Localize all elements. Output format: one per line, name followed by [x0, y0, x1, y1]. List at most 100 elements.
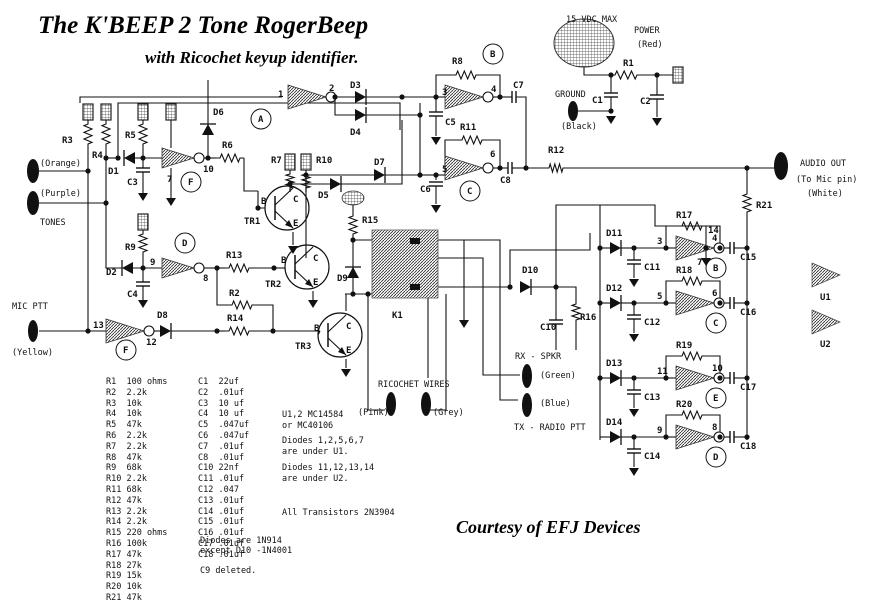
junction-dot	[433, 94, 439, 100]
label-d13: D13	[606, 359, 622, 369]
ricochet-label: RICOCHET WIRES	[378, 380, 450, 390]
wire	[435, 74, 452, 97]
junction-dot	[287, 181, 293, 187]
section-label-b: B	[490, 50, 496, 60]
inverter-bubble	[143, 325, 155, 337]
wire	[665, 355, 678, 378]
label-c10: C10	[540, 323, 556, 333]
resistor-symbol	[611, 69, 641, 81]
junction-dot	[717, 300, 723, 306]
junction-dot	[85, 328, 91, 334]
section-marker	[705, 312, 727, 334]
label-r9: R9	[125, 243, 136, 253]
label-r14: R14	[227, 314, 244, 324]
wire	[556, 286, 577, 300]
diode-symbol	[355, 109, 366, 121]
junction-dot	[597, 375, 603, 381]
wire-terminal-icon	[28, 320, 38, 342]
junction-dot	[497, 94, 503, 100]
wire	[243, 158, 258, 192]
label-r1: R1	[623, 59, 634, 69]
junction-dot	[350, 291, 356, 297]
vcc-terminal-icon	[284, 153, 296, 171]
diode-symbol	[122, 262, 133, 274]
label-d9: D9	[337, 274, 348, 284]
junction-dot	[744, 375, 750, 381]
transistor-e-label: E	[313, 278, 318, 288]
junction-dot	[507, 284, 513, 290]
transistor-collector	[327, 314, 347, 333]
junction-dot	[140, 265, 146, 271]
section-label-d: D	[182, 239, 188, 249]
resistor-symbol	[741, 190, 753, 216]
junction-dot	[85, 168, 91, 174]
label-d12: D12	[606, 284, 622, 294]
vcc-terminal-icon	[100, 103, 112, 121]
u2-diodes-note: Diodes 11,12,13,14 are under U2.	[282, 463, 375, 484]
diode-symbol	[610, 242, 621, 254]
label-r6: R6	[222, 141, 233, 151]
junction-dot	[417, 172, 423, 178]
courtesy-credit: Courtesy of EFJ Devices	[456, 517, 641, 537]
section-marker	[705, 257, 727, 279]
ground-icon	[138, 300, 148, 308]
diode-symbol	[160, 325, 171, 337]
junction-dot	[399, 94, 405, 100]
wire-terminal-icon	[386, 392, 396, 416]
section-label-b: B	[713, 264, 719, 274]
wire	[706, 280, 721, 303]
wire	[706, 414, 721, 437]
yellow-label: (Yellow)	[12, 348, 53, 358]
junction-dot	[553, 284, 559, 290]
junction-dot	[214, 328, 220, 334]
resistor-symbol	[225, 325, 253, 337]
wire	[117, 102, 401, 158]
diode-symbol	[520, 281, 531, 293]
vcc-terminal-icon	[137, 213, 149, 231]
ground-icon	[431, 205, 441, 213]
resistor-symbol	[100, 120, 112, 148]
orange-label: (Orange)	[40, 159, 81, 169]
junction-dot	[103, 155, 109, 161]
junction-dot	[417, 112, 423, 118]
junction-dot	[270, 328, 276, 334]
label-d8: D8	[157, 311, 168, 321]
pin-5-label: 5	[442, 165, 447, 175]
resistor-values-list: R1 100 ohms R2 2.2k R3 10k R4 10k R5 47k…	[106, 377, 168, 603]
transistor-c-label: C	[293, 195, 298, 205]
pin-9-label: 9	[150, 258, 155, 268]
junction-dot	[717, 375, 723, 381]
wire	[216, 268, 228, 306]
ground-icon	[629, 468, 639, 476]
inverter-bubble	[193, 152, 205, 164]
inverter-gate	[675, 424, 716, 450]
wire	[438, 239, 518, 401]
junction-dot	[271, 265, 277, 271]
junction-dot	[654, 72, 660, 78]
pin-12-label: 12	[146, 338, 157, 348]
junction-dot	[115, 155, 121, 161]
grey-label: (Grey)	[433, 408, 464, 418]
pink-label: (Pink)	[358, 408, 389, 418]
section-label-f: F	[188, 178, 193, 188]
label-c16: C16	[740, 308, 756, 318]
wire	[509, 233, 591, 287]
pin-label: 9	[657, 426, 662, 436]
label-d4: D4	[350, 128, 361, 138]
label-r4: R4	[92, 151, 103, 161]
transistor-tr2	[284, 244, 330, 290]
mic-ptt-label: MIC PTT	[12, 302, 48, 312]
wire	[367, 294, 385, 411]
ic-note: U1,2 MC14584 or MC40106	[282, 410, 344, 431]
pin-label: 4	[712, 234, 718, 244]
ground-icon	[166, 198, 176, 206]
wire	[341, 120, 403, 185]
pin-7-label: 7	[697, 258, 702, 268]
wire	[665, 414, 678, 437]
vcc-terminal-icon	[672, 66, 684, 84]
ground-icon	[629, 409, 639, 417]
ground-icon	[431, 137, 441, 145]
diode-symbol	[202, 124, 214, 135]
label-c14: C14	[644, 452, 661, 462]
pin-3-label: 3	[442, 88, 447, 98]
